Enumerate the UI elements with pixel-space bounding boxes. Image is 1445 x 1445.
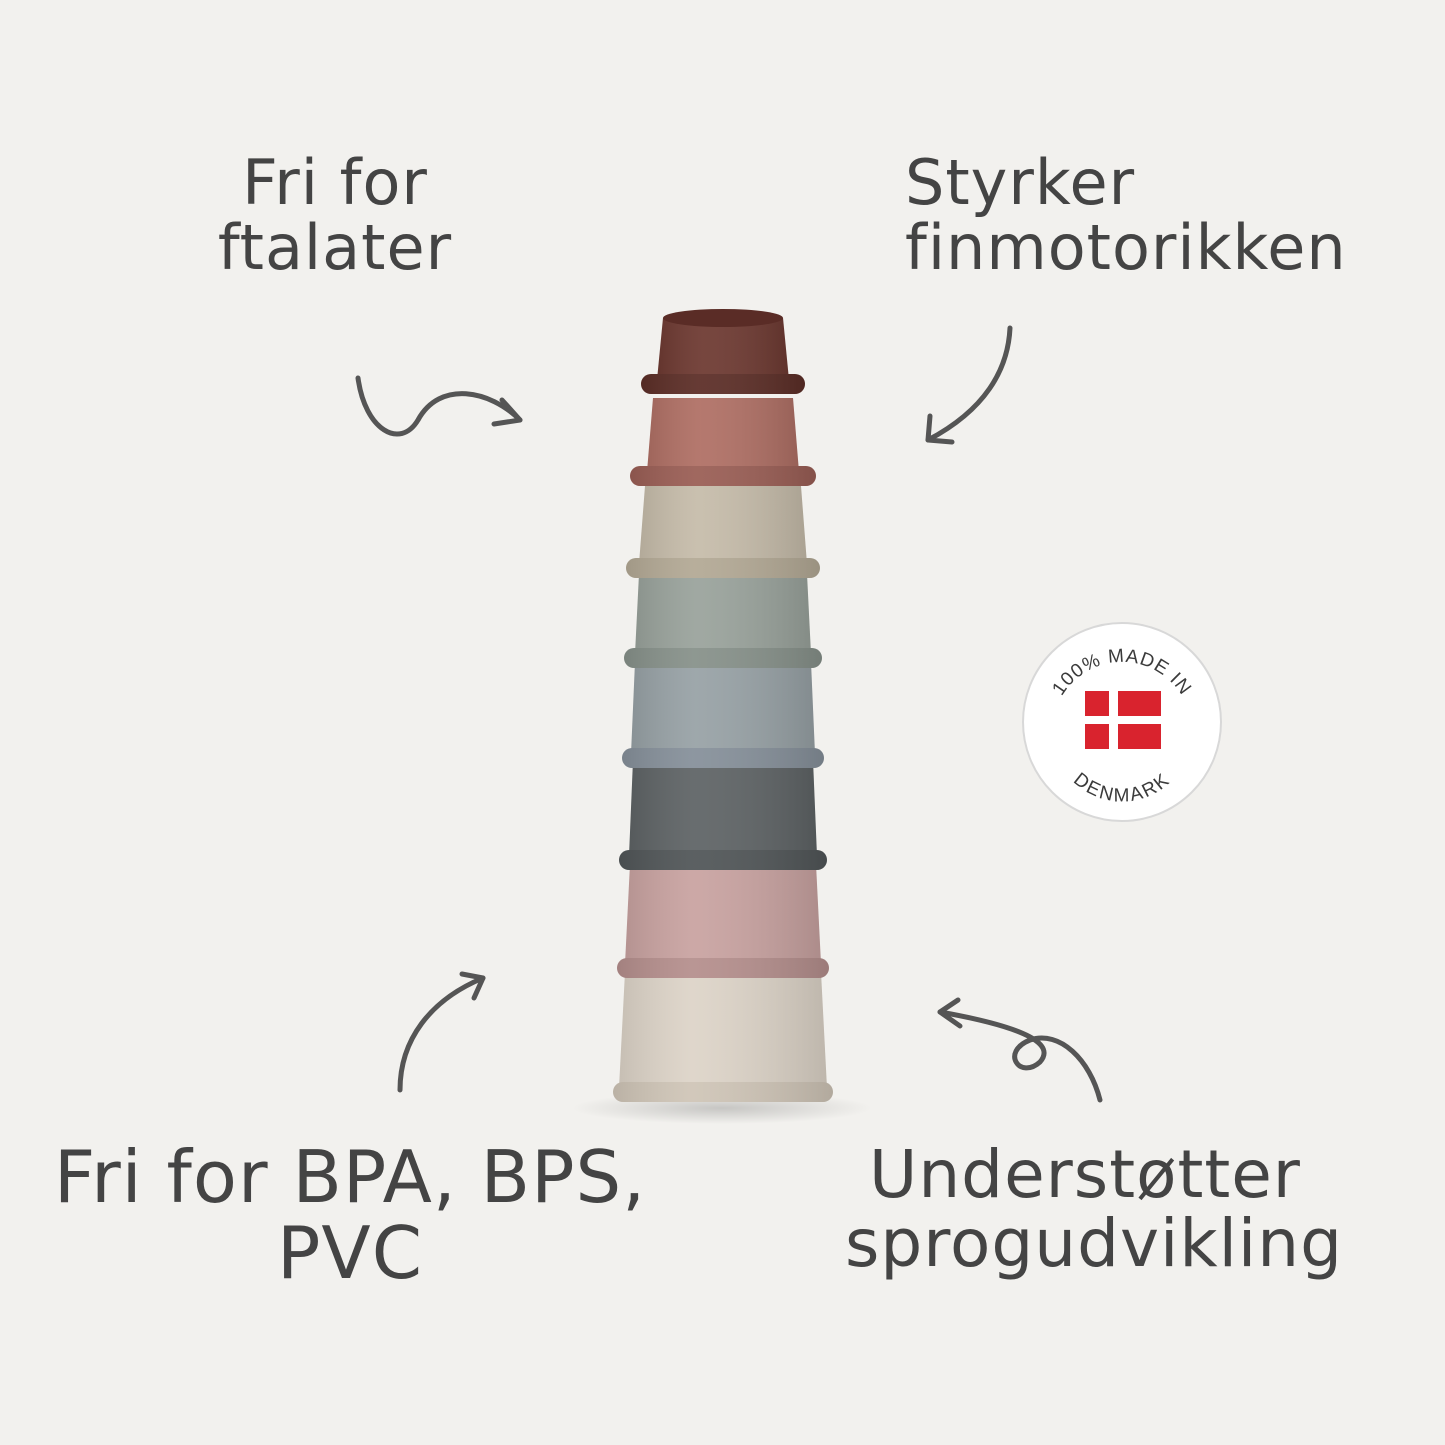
label-free-of-phthalates: Fri for ftalater — [195, 150, 475, 280]
stacking-cup — [624, 574, 822, 668]
arrow-icon — [937, 1009, 1103, 1103]
label-line: Styrker — [905, 146, 1136, 219]
arrow-head-icon — [937, 997, 963, 1029]
stacking-cup — [630, 398, 816, 486]
label-fine-motor-skills: Styrker finmotorikken — [905, 150, 1365, 280]
label-language-development: Understøtter sprogudvikling — [845, 1136, 1343, 1283]
stacking-cup — [619, 760, 827, 870]
arrow-head-icon — [925, 413, 955, 445]
label-free-of-bpa: Fri for BPA, BPS, PVC — [40, 1135, 660, 1295]
arrow-head-icon — [459, 971, 486, 1001]
arrow-icon — [355, 375, 523, 437]
label-line: PVC — [277, 1210, 423, 1295]
label-line: Fri for — [242, 146, 428, 219]
stacking-cup — [626, 486, 820, 578]
stacking-cup — [617, 864, 829, 978]
stacking-cup — [613, 972, 833, 1102]
label-line: Fri for BPA, BPS, — [53, 1135, 647, 1219]
stacking-cup — [641, 318, 805, 394]
cup-opening — [663, 309, 783, 327]
label-line: ftalater — [217, 211, 453, 285]
label-line: sprogudvikling — [845, 1205, 1343, 1283]
stacking-cup — [622, 662, 824, 768]
arrow-head-icon — [491, 397, 523, 427]
arrow-icon — [925, 325, 1013, 443]
denmark-flag-icon — [1085, 691, 1161, 749]
arrow-icon — [397, 975, 486, 1093]
made-in-denmark-badge: 100% MADE IN DENMARK — [1022, 622, 1222, 822]
label-line: finmotorikken — [905, 211, 1347, 285]
label-line: Understøtter — [869, 1136, 1301, 1213]
